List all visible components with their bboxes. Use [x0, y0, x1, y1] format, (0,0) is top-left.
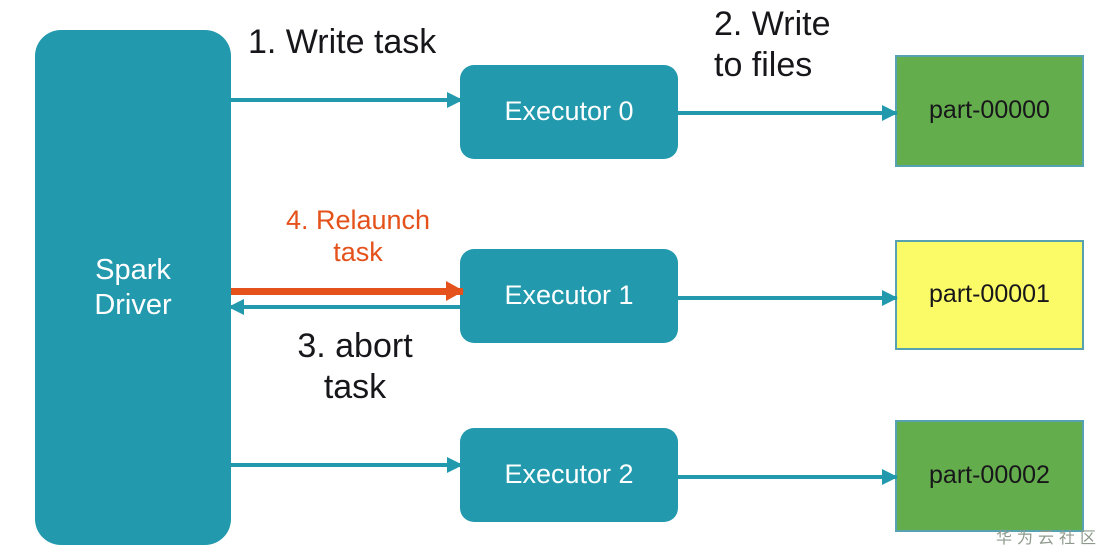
step-3-label: 3. abort task [297, 327, 413, 406]
arrow-shaft [677, 111, 897, 115]
executor-1-node: Executor 1 [460, 249, 678, 343]
arrow-shaft [230, 463, 462, 467]
arrow-head-icon [446, 281, 464, 301]
file-part-00002-node: part-00002 [895, 420, 1084, 532]
step-2-label: 2. Write to files [714, 5, 831, 84]
arrow-head-icon [882, 290, 898, 306]
arrow-shaft [229, 305, 463, 309]
arrow-head-icon [447, 92, 463, 108]
executor-0-node: Executor 0 [460, 65, 678, 159]
arrow-head-icon [882, 105, 898, 121]
arrow-shaft [677, 296, 897, 300]
executor-2-node: Executor 2 [460, 428, 678, 522]
spark-driver-node: Spark Driver [35, 30, 231, 545]
arrow-head-icon [447, 457, 463, 473]
file-part-00001-node: part-00001 [895, 240, 1084, 350]
step-4-label: 4. Relaunch task [285, 205, 431, 268]
watermark-text: 华为云社区 [995, 528, 1101, 547]
arrow-shaft [677, 475, 897, 479]
arrow-head-icon [228, 299, 244, 315]
arrow-shaft [230, 98, 462, 102]
step-1-label: 1. Write task [248, 23, 437, 61]
arrow-head-icon [882, 469, 898, 485]
file-part-00000-node: part-00000 [895, 55, 1084, 167]
arrow-shaft [231, 288, 463, 295]
